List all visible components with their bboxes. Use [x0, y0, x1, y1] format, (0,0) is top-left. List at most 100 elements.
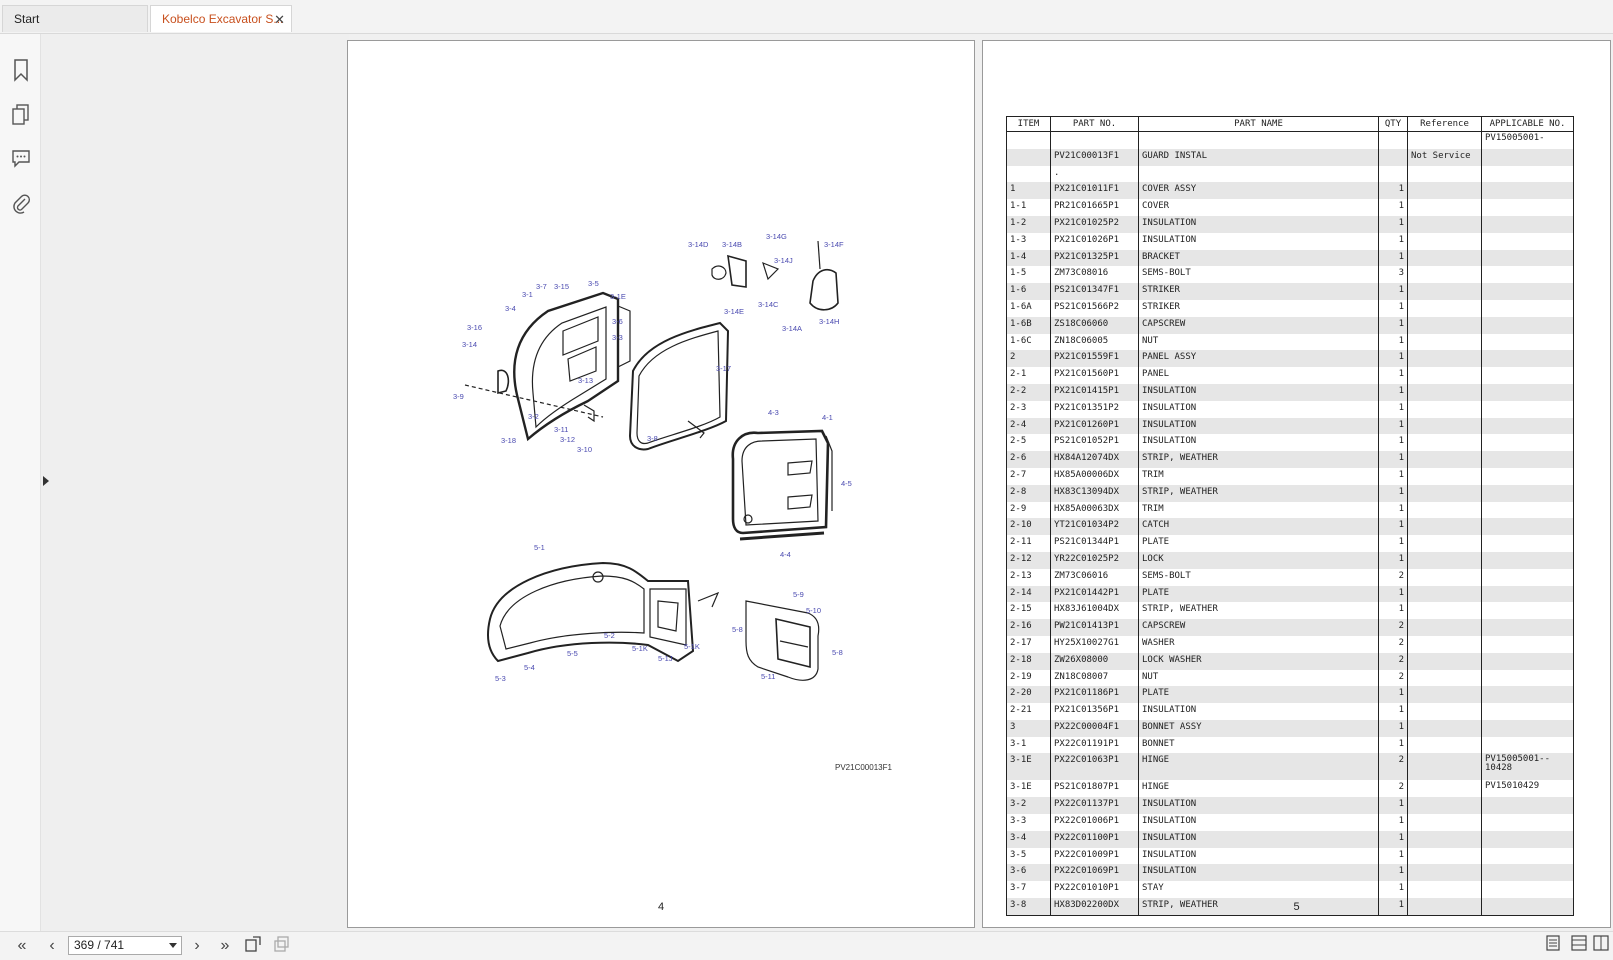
last-page-icon[interactable]: » [220, 937, 230, 954]
attachment-icon[interactable] [10, 192, 32, 216]
previous-page-icon[interactable]: ‹ [49, 937, 55, 954]
row-part-name: INSULATION [1138, 383, 1379, 401]
row-applicable-no [1481, 652, 1574, 670]
row-item: 3-7 [1006, 881, 1051, 899]
svg-text:3-14A: 3-14A [782, 324, 802, 333]
row-item: 2-3 [1006, 400, 1051, 418]
row-item: 2-11 [1006, 535, 1051, 552]
row-reference [1407, 797, 1482, 815]
row-item: 1-3 [1006, 232, 1051, 250]
copy-view-icon[interactable] [270, 935, 292, 957]
row-reference [1407, 400, 1482, 418]
close-icon[interactable]: ✕ [274, 12, 285, 27]
row-reference [1407, 686, 1482, 704]
row-part-no: HX83J61004DX [1050, 602, 1139, 620]
row-part-name: CATCH [1138, 518, 1379, 536]
svg-text:4-3: 4-3 [768, 408, 779, 417]
row-reference [1407, 518, 1482, 536]
row-part-name: TRIM [1138, 467, 1379, 485]
two-page-view-icon[interactable] [1590, 935, 1612, 957]
pages-icon[interactable] [10, 102, 32, 126]
tab-start[interactable]: Start [2, 5, 148, 32]
row-reference [1407, 249, 1482, 267]
first-page-icon[interactable]: « [17, 937, 27, 954]
row-reference [1407, 847, 1482, 865]
row-reference [1407, 814, 1482, 831]
row-part-no: PS21C01344P1 [1050, 535, 1139, 552]
page-number-5: 5 [1293, 901, 1300, 913]
row-part-no: PX22C01006P1 [1050, 814, 1139, 831]
row-qty: 1 [1378, 333, 1408, 351]
drawing-code: PV21C00013F1 [835, 763, 892, 772]
row-item: 3-6 [1006, 864, 1051, 882]
row-qty: 1 [1378, 814, 1408, 831]
row-applicable-no [1481, 814, 1574, 831]
row-applicable-no [1481, 417, 1574, 435]
svg-text:3-1: 3-1 [522, 290, 533, 299]
row-part-name: SEMS-BOLT [1138, 568, 1379, 586]
expand-panel-arrow-icon[interactable] [43, 476, 49, 486]
row-reference [1407, 484, 1482, 502]
svg-text:3-14E: 3-14E [724, 307, 744, 316]
table-row: . [1006, 165, 1574, 183]
row-applicable-no [1481, 333, 1574, 351]
svg-text:3-14H: 3-14H [819, 317, 839, 326]
row-qty [1378, 148, 1408, 166]
row-applicable-no [1481, 881, 1574, 899]
row-part-no: ZN18C08007 [1050, 669, 1139, 687]
svg-text:5-1J: 5-1J [658, 654, 673, 663]
comments-icon[interactable] [10, 146, 32, 170]
continuous-view-icon[interactable] [1568, 935, 1590, 957]
row-qty: 2 [1378, 652, 1408, 670]
chevron-down-icon[interactable] [169, 943, 177, 948]
row-qty: 1 [1378, 719, 1408, 737]
svg-text:5-8: 5-8 [732, 625, 743, 634]
row-part-no: PX22C01010P1 [1050, 881, 1139, 899]
row-reference [1407, 635, 1482, 653]
row-part-name: INSULATION [1138, 400, 1379, 418]
row-part-no: YR22C01025P2 [1050, 551, 1139, 569]
row-qty: 1 [1378, 864, 1408, 882]
row-part-name: INSULATION [1138, 703, 1379, 720]
page-number-4: 4 [657, 901, 665, 913]
svg-text:5-1K: 5-1K [632, 644, 648, 653]
row-reference [1407, 232, 1482, 250]
row-applicable-no: PV15005001-- 10428 [1481, 753, 1574, 781]
row-reference [1407, 501, 1482, 519]
rotate-view-icon[interactable] [242, 935, 264, 957]
page-number-input[interactable]: 369 / 741 [68, 936, 182, 955]
next-page-icon[interactable]: › [194, 937, 200, 954]
svg-text:3-7: 3-7 [536, 282, 547, 291]
row-applicable-no: PV15005001- [1481, 131, 1574, 149]
row-item: 1-2 [1006, 215, 1051, 233]
row-item [1006, 148, 1051, 166]
row-qty: 1 [1378, 686, 1408, 704]
row-part-name: LOCK WASHER [1138, 652, 1379, 670]
row-part-no: HX85A00006DX [1050, 467, 1139, 485]
parts-table: ITEM PART NO. PART NAME QTY Reference AP… [1006, 116, 1574, 916]
row-item: 2-10 [1006, 518, 1051, 536]
row-applicable-no [1481, 283, 1574, 300]
svg-text:3-13: 3-13 [578, 376, 593, 385]
column-header-part-no: PART NO. [1050, 116, 1139, 132]
svg-text:3-14G: 3-14G [766, 232, 787, 241]
row-item: 3 [1006, 719, 1051, 737]
row-applicable-no [1481, 551, 1574, 569]
row-qty: 1 [1378, 898, 1408, 916]
single-page-view-icon[interactable] [1542, 935, 1564, 957]
row-reference [1407, 602, 1482, 620]
bookmark-icon[interactable] [10, 58, 32, 82]
column-header-part-name: PART NAME [1138, 116, 1379, 132]
svg-text:5-9: 5-9 [793, 590, 804, 599]
column-header-applicable-no: APPLICABLE NO. [1481, 116, 1574, 132]
svg-text:3-4: 3-4 [505, 304, 516, 313]
row-applicable-no [1481, 703, 1574, 720]
tab-document[interactable]: Kobelco Excavator S...✕ [150, 5, 292, 32]
